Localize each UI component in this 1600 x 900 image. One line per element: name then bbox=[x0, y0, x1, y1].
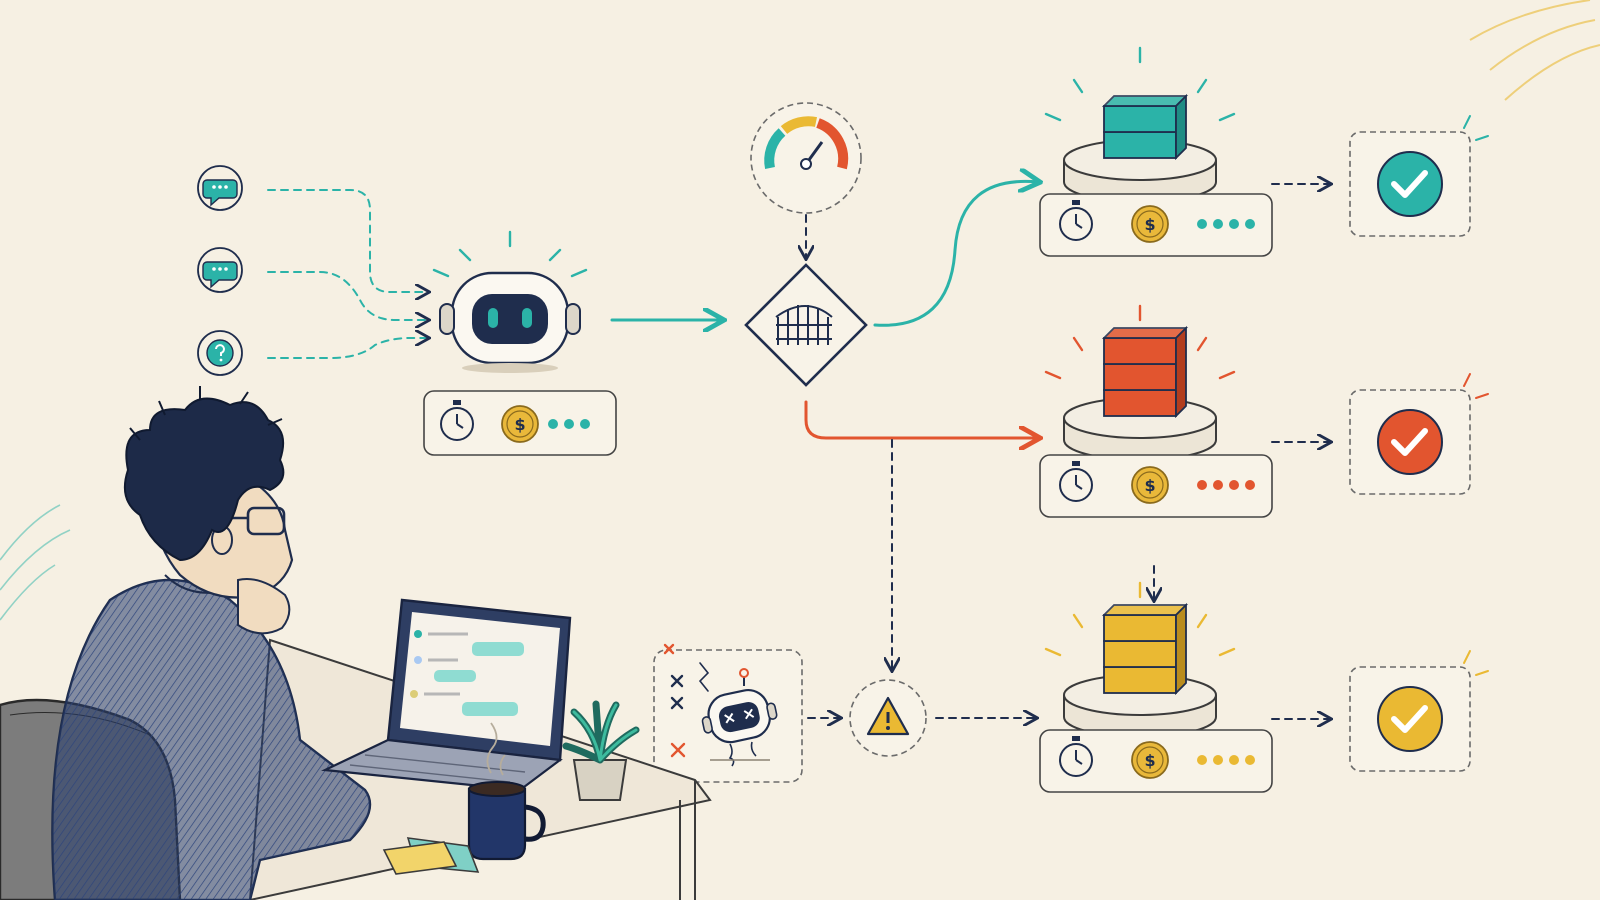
dot bbox=[1197, 755, 1207, 765]
dot bbox=[548, 419, 558, 429]
svg-text:$: $ bbox=[1144, 215, 1155, 234]
dots-icon bbox=[1197, 480, 1255, 490]
svg-text:$: $ bbox=[1144, 476, 1155, 495]
dots-icon bbox=[1197, 219, 1255, 229]
person-at-desk bbox=[0, 386, 712, 900]
gate-icon bbox=[744, 263, 868, 387]
chat-bubble-icon bbox=[197, 247, 243, 293]
dot bbox=[1197, 219, 1207, 229]
laptop-chat-ui bbox=[410, 630, 524, 716]
broken-model-panel bbox=[653, 643, 803, 783]
coin-icon: $ bbox=[1131, 741, 1169, 779]
server-stack-icon bbox=[1101, 93, 1189, 161]
warning-icon bbox=[849, 679, 927, 757]
coin-icon: $ bbox=[501, 405, 539, 443]
tier-metrics-card: $ bbox=[1039, 193, 1273, 257]
router-metrics-card: $ bbox=[423, 390, 617, 456]
coin-icon: $ bbox=[1131, 205, 1169, 243]
robot-icon bbox=[432, 230, 588, 373]
tier-metrics-card: $ bbox=[1039, 454, 1273, 518]
check-circle-icon bbox=[1349, 650, 1489, 772]
model-tiers: $ $ $ bbox=[1039, 46, 1489, 793]
arrow-to-tier-2 bbox=[804, 400, 1038, 438]
coin-icon: $ bbox=[1131, 466, 1169, 504]
input-messages bbox=[197, 165, 243, 376]
dot bbox=[1229, 219, 1239, 229]
dot bbox=[1245, 480, 1255, 490]
coffee-mug-icon bbox=[467, 722, 546, 861]
server-stack-icon bbox=[1101, 325, 1189, 419]
tier-glow-rays bbox=[1044, 581, 1236, 657]
chat-bubble-icon bbox=[197, 165, 243, 211]
dot bbox=[1213, 219, 1223, 229]
svg-text:$: $ bbox=[1144, 751, 1155, 770]
dots-icon bbox=[548, 419, 590, 429]
decorative-scribbles bbox=[0, 0, 1600, 621]
check-circle-icon bbox=[1349, 373, 1489, 495]
dot bbox=[1245, 755, 1255, 765]
dot bbox=[1213, 755, 1223, 765]
model-tier: $ bbox=[1039, 304, 1489, 518]
dot bbox=[1197, 480, 1207, 490]
error-marks bbox=[663, 643, 710, 758]
tier-glow-rays bbox=[1044, 304, 1236, 380]
check-circle-icon bbox=[1349, 115, 1489, 237]
dot bbox=[1229, 480, 1239, 490]
svg-text:$: $ bbox=[514, 415, 525, 434]
dot bbox=[1245, 219, 1255, 229]
tier-glow-rays bbox=[1044, 46, 1236, 122]
input-connectors bbox=[267, 189, 428, 359]
dot bbox=[1229, 755, 1239, 765]
dots-icon bbox=[1197, 755, 1255, 765]
plant-icon bbox=[562, 700, 640, 801]
question-bubble-icon bbox=[197, 330, 243, 376]
stopwatch-icon bbox=[1059, 200, 1093, 241]
dot bbox=[1213, 480, 1223, 490]
dot bbox=[580, 419, 590, 429]
model-tier: $ bbox=[1039, 46, 1489, 257]
sticky-notes bbox=[382, 837, 480, 875]
stopwatch-icon bbox=[1059, 736, 1093, 777]
gauge-icon bbox=[750, 102, 862, 214]
tier-metrics-card: $ bbox=[1039, 729, 1273, 793]
model-tier: $ bbox=[1039, 581, 1489, 793]
arrow-to-tier-1 bbox=[873, 181, 1038, 327]
dot bbox=[564, 419, 574, 429]
server-stack-icon bbox=[1101, 602, 1189, 696]
stopwatch-icon bbox=[1059, 461, 1093, 502]
stopwatch-icon bbox=[440, 400, 474, 441]
broken-robot-icon bbox=[701, 668, 778, 767]
